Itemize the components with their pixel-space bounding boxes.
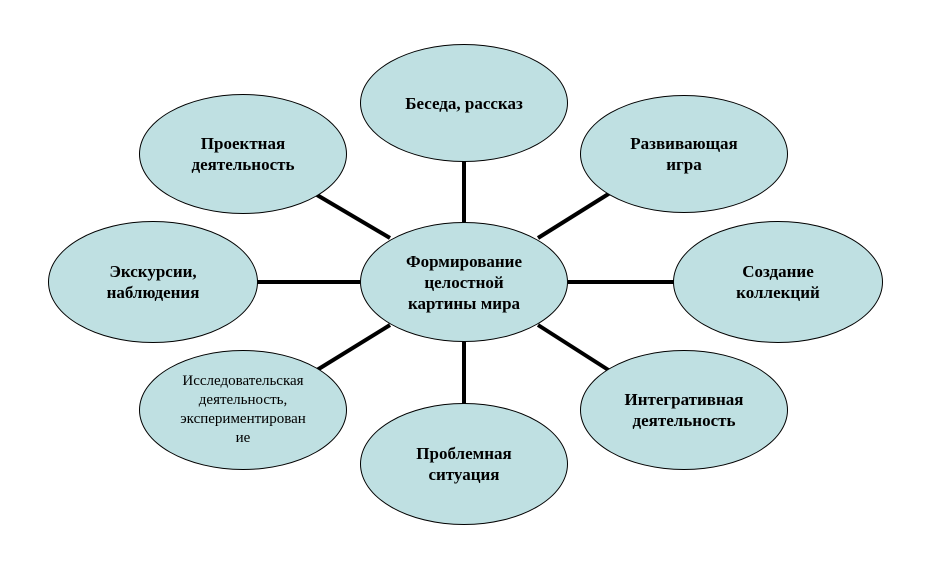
- node-bottom-right-label: Интегративная деятельность: [624, 390, 744, 430]
- node-bottom-left-label: Исследовательская деятельность, эксперим…: [180, 373, 306, 446]
- connector-bottom-left: [315, 323, 392, 372]
- center-node: Формирование целостной картины мира: [360, 222, 568, 342]
- node-bottom: Проблемная ситуация: [360, 403, 568, 525]
- node-left: Экскурсии, наблюдения: [48, 221, 258, 343]
- node-right-label: Создание коллекций: [736, 262, 820, 302]
- connector-top-left: [315, 193, 392, 240]
- node-top-left: Проектная деятельность: [139, 94, 347, 214]
- node-bottom-label: Проблемная ситуация: [416, 444, 512, 484]
- node-right: Создание коллекций: [673, 221, 883, 343]
- node-top-left-label: Проектная деятельность: [191, 134, 295, 174]
- node-top-right: Развивающая игра: [580, 95, 788, 213]
- node-bottom-right: Интегративная деятельность: [580, 350, 788, 470]
- center-node-label: Формирование целостной картины мира: [405, 251, 523, 313]
- node-top-label: Беседа, рассказ: [405, 93, 523, 113]
- node-top: Беседа, рассказ: [360, 44, 568, 162]
- connector-bottom-right: [536, 323, 612, 373]
- node-top-right-label: Развивающая игра: [630, 134, 738, 174]
- connector-top-right: [536, 191, 612, 240]
- node-left-label: Экскурсии, наблюдения: [106, 262, 200, 302]
- node-bottom-left: Исследовательская деятельность, эксперим…: [139, 350, 347, 470]
